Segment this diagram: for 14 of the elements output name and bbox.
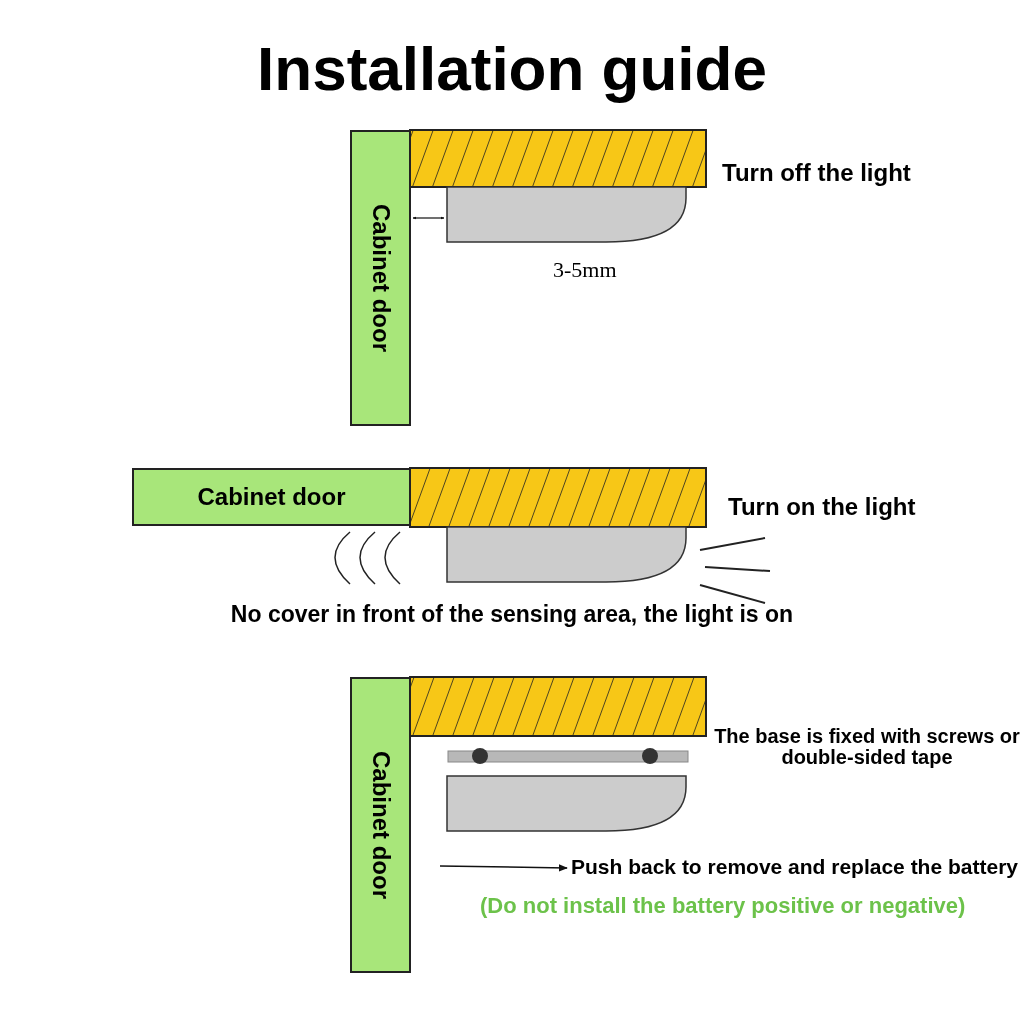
status-label: Turn on the light xyxy=(728,494,916,520)
warning-text: (Do not install the battery positive or negative) xyxy=(480,894,966,918)
title: Installation guide xyxy=(256,36,768,102)
door-label: Cabinet door xyxy=(366,204,395,352)
status-label: Turn off the light xyxy=(722,160,911,186)
instruction-text: Push back to remove and replace the battery xyxy=(571,856,1018,879)
cabinet-door xyxy=(350,677,411,973)
door-label: Cabinet door xyxy=(366,751,395,899)
note-text: The base is fixed with screws or double-sided tape xyxy=(713,726,1021,768)
door-label: Cabinet door xyxy=(197,483,346,511)
dimension-label: 3-5mm xyxy=(553,258,617,282)
cabinet-door xyxy=(132,468,411,526)
cabinet-door xyxy=(350,130,411,426)
note-text: No cover in front of the sensing area, the light is on xyxy=(229,602,795,627)
